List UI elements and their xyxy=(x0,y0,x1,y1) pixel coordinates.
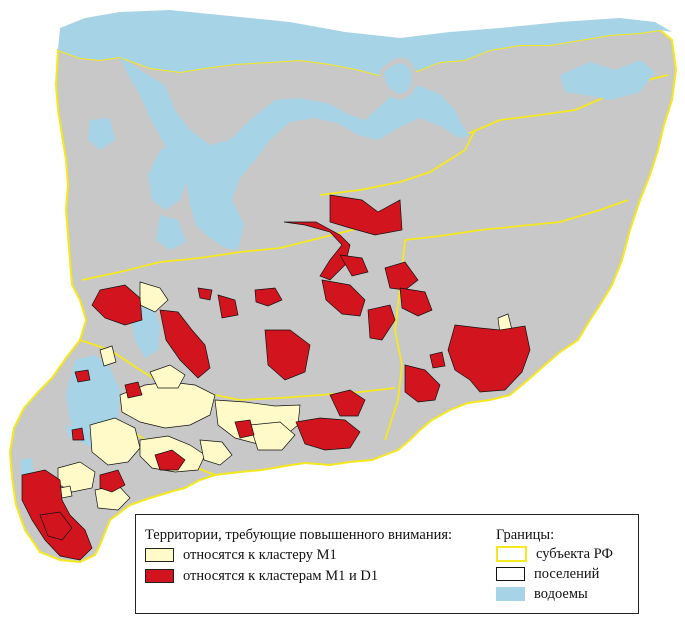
legend-borders: Границы: субъекта РФ поселений водоемы xyxy=(496,527,636,603)
legend-item-region-border: субъекта РФ xyxy=(496,545,636,563)
legend-label-region-border: субъекта РФ xyxy=(536,545,613,562)
legend-item-m1: относятся к кластеру M1 xyxy=(145,546,475,564)
legend-zones-title: Территории, требующие повышенного вниман… xyxy=(145,527,453,543)
swatch-water xyxy=(496,587,525,601)
swatch-m1-d1 xyxy=(145,569,174,583)
cluster-m1-areas xyxy=(57,281,513,511)
swatch-region-border xyxy=(496,546,527,562)
legend-zones: Территории, требующие повышенного вниман… xyxy=(145,527,475,585)
legend-label-m1: относятся к кластеру M1 xyxy=(183,546,337,563)
legend-label-m1-d1: относятся к кластерам M1 и D1 xyxy=(183,567,379,584)
legend: Территории, требующие повышенного вниман… xyxy=(135,514,639,614)
legend-item-water: водоемы xyxy=(496,585,636,603)
cluster-m1-d1-areas xyxy=(21,194,531,561)
legend-label-settlement-border: поселений xyxy=(534,565,600,582)
swatch-settlement-border xyxy=(496,567,525,581)
legend-borders-title: Границы: xyxy=(496,527,555,543)
legend-item-settlement-border: поселений xyxy=(496,565,636,583)
swatch-m1 xyxy=(145,548,174,562)
legend-item-m1-d1: относятся к кластерам M1 и D1 xyxy=(145,567,475,585)
legend-label-water: водоемы xyxy=(534,585,588,602)
